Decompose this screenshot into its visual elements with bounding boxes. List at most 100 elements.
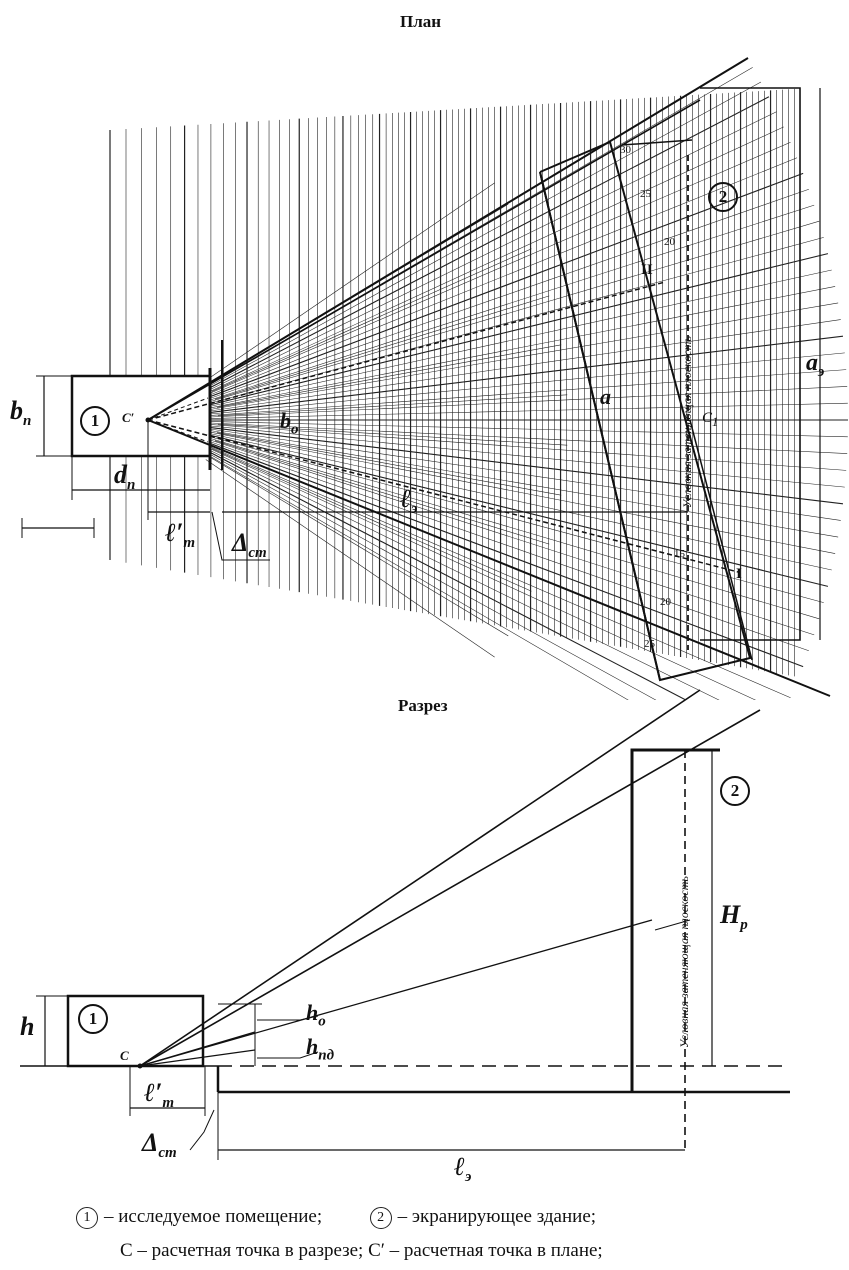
section-label-lt-sub: т bbox=[162, 1095, 175, 1112]
plan-delta-leader bbox=[211, 511, 270, 561]
plan-label-lt-sub: т bbox=[183, 535, 196, 552]
grid-radial-line bbox=[202, 443, 791, 698]
section-label-delta-sub: ст bbox=[158, 1145, 177, 1162]
grid-radial-line bbox=[204, 439, 809, 652]
plan-building-outline bbox=[700, 87, 801, 641]
section-label-le: ℓэ bbox=[454, 1152, 471, 1186]
grid-radial-line bbox=[205, 436, 820, 620]
plan-graph-grid bbox=[109, 67, 848, 700]
plan-ray-top bbox=[147, 57, 749, 421]
plan-label-c1: C1 bbox=[702, 410, 718, 430]
section-ray-4 bbox=[139, 1031, 256, 1067]
plan-tick-15: 15 bbox=[674, 548, 685, 560]
section-label-c: C bbox=[120, 1048, 129, 1063]
grid-radial-line bbox=[207, 319, 841, 412]
plan-tick-line bbox=[621, 139, 693, 146]
grid-radial-line-outer bbox=[214, 440, 550, 545]
grid-radial-line bbox=[206, 286, 836, 409]
section-label-Hr-sub: р bbox=[740, 917, 748, 934]
grid-radial-line-outer bbox=[205, 459, 495, 658]
section-hr-leader bbox=[654, 919, 691, 931]
grid-radial-line bbox=[207, 369, 847, 416]
grid-radial-line-outer bbox=[217, 394, 568, 417]
section-title: Разрез bbox=[398, 696, 448, 715]
grid-radial-line-outer bbox=[215, 436, 557, 521]
legend-line-2: C – расчетная точка в разрезе; C′ – расч… bbox=[120, 1240, 603, 1261]
plan-ray-I bbox=[147, 419, 739, 573]
plan-plane-label: Условная затеняющая плоскость bbox=[680, 336, 694, 508]
plan-label-le-main: ℓ bbox=[400, 484, 412, 513]
grid-radial-line-outer bbox=[211, 248, 532, 392]
plan-label-delta-main: Δ bbox=[232, 528, 249, 557]
grid-radial-line bbox=[207, 424, 847, 471]
grid-radial-line bbox=[200, 81, 762, 392]
plan-label-ray-I: I bbox=[736, 566, 742, 582]
section-label-lt-main: ℓ′ bbox=[144, 1078, 163, 1107]
plan-ray-II bbox=[147, 281, 666, 421]
grid-radial-line bbox=[207, 429, 839, 538]
grid-radial-line bbox=[201, 111, 777, 394]
plan-point-C-prime bbox=[145, 417, 151, 423]
plan-label-c1-main: C bbox=[702, 410, 713, 426]
section-label-Hr-main: H bbox=[720, 900, 741, 929]
plan-ray-upper bbox=[147, 99, 701, 421]
section-label-delta: Δст bbox=[142, 1128, 177, 1162]
section-label-ho: hо bbox=[306, 1000, 326, 1030]
grid-radial-line-outer bbox=[216, 432, 562, 496]
plan-building-number: 2 bbox=[708, 182, 738, 212]
grid-radial-line bbox=[205, 220, 820, 404]
legend-room-number: 1 bbox=[76, 1206, 98, 1229]
grid-radial-line bbox=[200, 448, 657, 700]
grid-radial-line-outer bbox=[209, 452, 521, 615]
section-label-ho-main: h bbox=[306, 1000, 319, 1025]
section-label-le-sub: э bbox=[465, 1169, 472, 1186]
grid-radial-line-outer bbox=[211, 448, 532, 592]
plan-label-ae-main: a bbox=[806, 350, 818, 376]
grid-radial-line-outer bbox=[215, 319, 557, 404]
grid-radial-line-outer bbox=[214, 295, 550, 400]
grid-radial-line bbox=[207, 402, 848, 419]
plan-label-delta: Δст bbox=[232, 528, 267, 562]
grid-radial-line-outer bbox=[207, 455, 509, 637]
grid-radial-line bbox=[206, 269, 832, 408]
plan-tick-25: 25 bbox=[640, 188, 651, 200]
plan-title: План bbox=[400, 12, 442, 31]
plan-label-bo-main: b bbox=[280, 408, 291, 433]
grid-radial-line-outer bbox=[213, 444, 542, 569]
section-ray-3 bbox=[139, 919, 653, 1067]
grid-radial-line bbox=[206, 432, 832, 571]
grid-radial-line bbox=[202, 142, 791, 397]
grid-radial-line bbox=[206, 431, 836, 554]
grid-radial-line bbox=[207, 352, 845, 415]
plan-tick-20b: 20 bbox=[660, 596, 671, 608]
section-building-number: 2 bbox=[720, 776, 750, 806]
plan-graph-a-line bbox=[539, 171, 661, 681]
plan-tick-25b: 25 bbox=[644, 638, 655, 650]
section-label-le-main: ℓ bbox=[454, 1152, 466, 1181]
plan-label-ray-II: II bbox=[641, 262, 653, 278]
grid-radial-line bbox=[207, 422, 848, 454]
grid-radial-line-outer bbox=[217, 423, 568, 446]
section-building bbox=[630, 748, 720, 1092]
plan-label-c1-sub: 1 bbox=[712, 415, 719, 429]
legend-room-text: – исследуемое помещение; bbox=[104, 1206, 323, 1227]
grid-radial-line bbox=[207, 302, 839, 411]
plan-label-ae: aэ bbox=[806, 350, 824, 381]
grid-radial-line bbox=[205, 438, 815, 636]
plan-label-ae-sub: э bbox=[818, 363, 825, 380]
grid-radial-line bbox=[203, 157, 798, 398]
plan-label-c-prime: C′ bbox=[122, 410, 135, 425]
plan-label-lt-main: ℓ′ bbox=[165, 518, 184, 547]
section-label-lt: ℓ′т bbox=[144, 1078, 174, 1112]
grid-radial-line bbox=[207, 421, 848, 438]
grid-radial-line-outer bbox=[205, 182, 495, 381]
plan-label-a: a bbox=[600, 384, 611, 409]
grid-radial-line-outer bbox=[216, 344, 562, 408]
section-ray-1 bbox=[139, 689, 701, 1067]
plan-label-bp: bп bbox=[10, 396, 31, 430]
plan-label-le-sub: э bbox=[411, 501, 418, 518]
grid-radial-line bbox=[207, 386, 848, 418]
plan-label-dp-main: d bbox=[114, 460, 127, 489]
section-label-hpd-sub: пд bbox=[318, 1047, 335, 1064]
